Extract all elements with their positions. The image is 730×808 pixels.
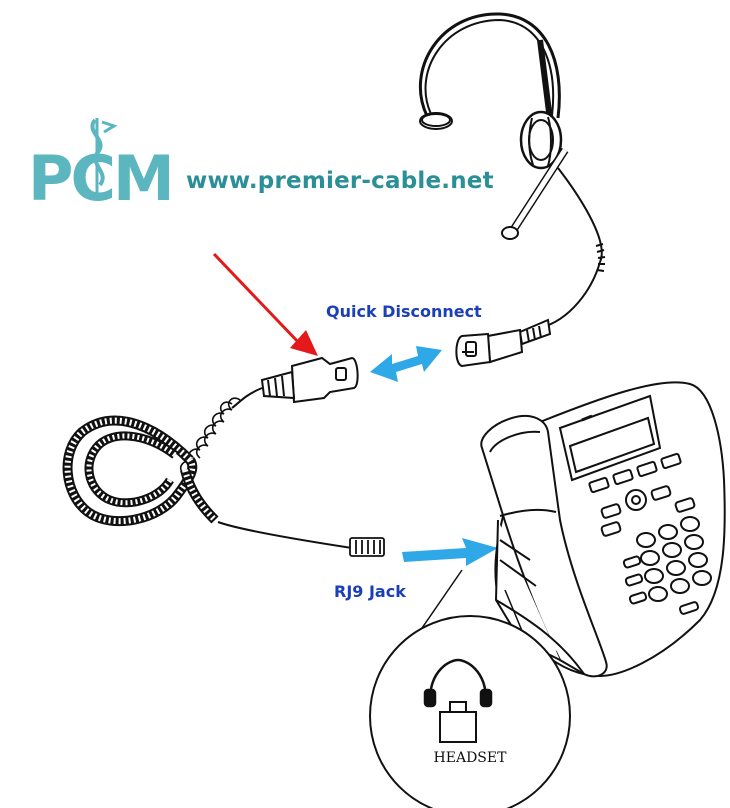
red-arrow-icon xyxy=(212,252,318,356)
insert-arrow-icon xyxy=(402,538,498,566)
coiled-cord-icon xyxy=(62,397,353,549)
telephone-icon xyxy=(480,381,726,678)
logo-symbol-icon xyxy=(90,118,118,200)
headset-icon xyxy=(418,12,606,346)
logo-text: PCM xyxy=(28,142,175,215)
headset-port-callout xyxy=(369,615,571,808)
cord-quick-disconnect-icon xyxy=(231,356,359,409)
headphone-symbol-icon xyxy=(423,658,493,708)
quick-disconnect-label: Quick Disconnect xyxy=(326,302,482,321)
keypad xyxy=(622,516,712,615)
quick-disconnect-plug-icon xyxy=(455,328,524,368)
headset-caption: HEADSET xyxy=(433,750,507,766)
rj9-plug-icon xyxy=(349,537,385,557)
jack-symbol-icon xyxy=(439,701,477,743)
rj9-jack-label: RJ9 Jack xyxy=(334,582,406,601)
website-url: www.premier-cable.net xyxy=(186,168,494,194)
double-arrow-icon xyxy=(370,346,442,382)
